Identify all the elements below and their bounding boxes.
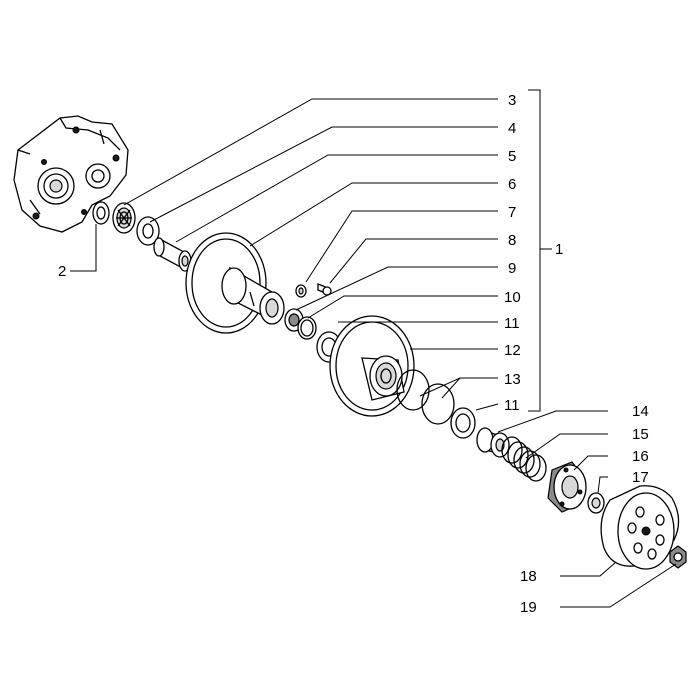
label-part-15: 15 <box>632 426 649 443</box>
part-5-sleeve <box>153 236 192 272</box>
label-part-8: 8 <box>508 232 516 249</box>
label-part-12: 12 <box>504 342 521 359</box>
label-part-13: 13 <box>504 371 521 388</box>
part-8-pin <box>317 283 332 296</box>
label-part-2: 2 <box>58 263 66 280</box>
part-6-pulley-half <box>185 232 285 334</box>
label-part-18: 18 <box>520 568 537 585</box>
part-labels: 1 2 3 4 5 6 7 8 9 10 11 12 13 11 14 15 1… <box>58 92 649 616</box>
label-part-10: 10 <box>504 289 521 306</box>
part-3-bearing <box>112 202 136 234</box>
label-part-16: 16 <box>632 448 649 465</box>
label-part-4: 4 <box>508 120 516 137</box>
part-13-rings <box>396 369 455 425</box>
part-17-washer <box>587 492 605 514</box>
part-19-nut <box>669 545 687 569</box>
part-16-clutch <box>547 461 587 513</box>
part-10-oring <box>297 316 317 340</box>
part-2-ring <box>92 201 110 225</box>
label-part-7: 7 <box>508 204 516 221</box>
part-4-spacer <box>136 216 160 246</box>
label-part-19: 19 <box>520 599 537 616</box>
part-7-bush <box>295 284 307 298</box>
label-part-14: 14 <box>632 403 649 420</box>
label-part-5: 5 <box>508 148 516 165</box>
label-part-17: 17 <box>632 469 649 486</box>
label-part-9: 9 <box>508 260 516 277</box>
part-12-movable-pulley <box>329 315 415 417</box>
label-part-1: 1 <box>555 241 563 258</box>
leader-lines <box>70 89 677 608</box>
label-part-11-upper: 11 <box>504 315 520 332</box>
part-11-ring-lower <box>450 407 476 439</box>
label-part-11-lower: 11 <box>504 397 520 414</box>
part-15-spring <box>501 436 547 482</box>
engine-casing <box>13 115 129 233</box>
label-part-6: 6 <box>508 176 516 193</box>
label-part-3: 3 <box>508 92 516 109</box>
part-18-clutch-bell <box>600 485 680 570</box>
part-14-collar <box>476 427 510 458</box>
